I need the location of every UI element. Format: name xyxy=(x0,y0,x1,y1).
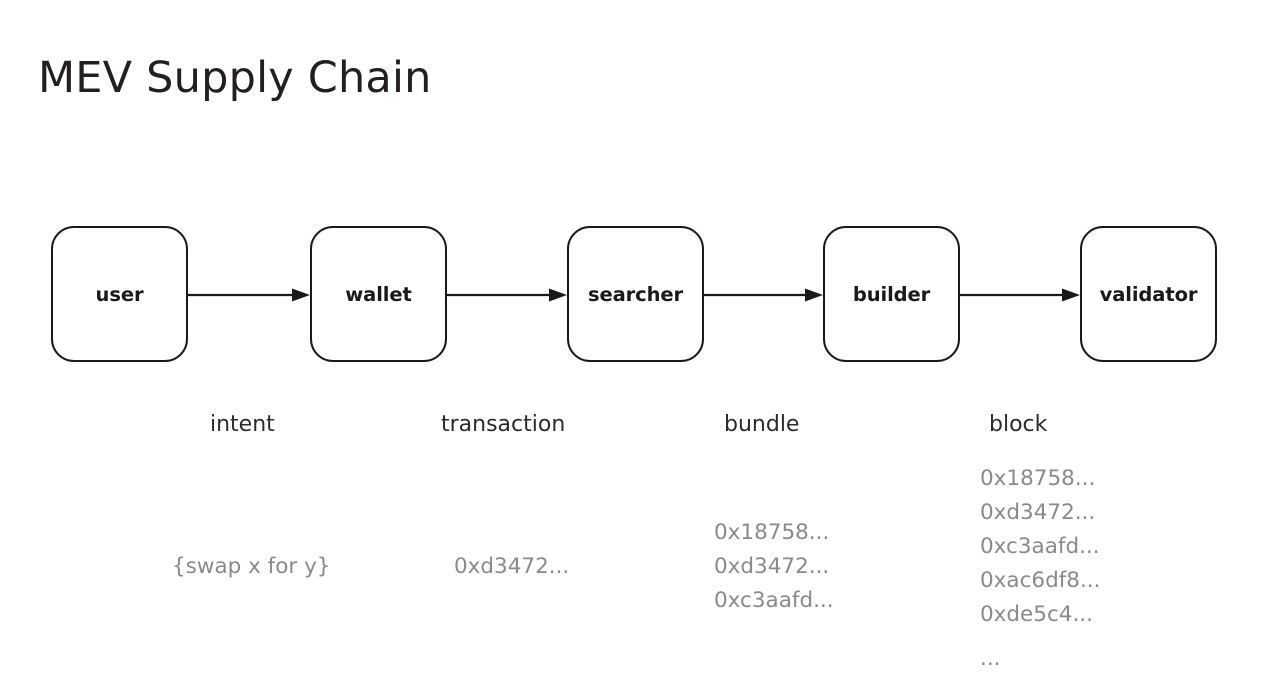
payload-line: 0x18758... xyxy=(714,520,830,545)
payload-intent: {swap x for y} xyxy=(172,550,330,584)
payload-line: 0xd3472... xyxy=(454,554,570,579)
node-builder-label: builder xyxy=(852,282,931,306)
payload-line: 0x18758... xyxy=(980,466,1096,491)
arrow-searcher-to-builder xyxy=(704,288,823,302)
node-searcher-label: searcher xyxy=(587,282,684,306)
arrow-user-to-wallet xyxy=(188,288,310,302)
node-user[interactable]: user xyxy=(51,226,188,362)
stage-label-transaction: transaction xyxy=(441,412,566,437)
payload-line: 0xde5c4... xyxy=(980,602,1093,627)
stage-label-intent: intent xyxy=(210,412,275,437)
payload-bundle: 0x18758... 0xd3472... 0xc3aafd... xyxy=(714,516,834,618)
node-wallet[interactable]: wallet xyxy=(310,226,447,362)
payload-block: 0x18758... 0xd3472... 0xc3aafd... 0xac6d… xyxy=(980,462,1100,676)
stage-label-bundle: bundle xyxy=(724,412,800,437)
node-validator[interactable]: validator xyxy=(1080,226,1217,362)
payload-line: 0xc3aafd... xyxy=(980,534,1100,559)
node-user-label: user xyxy=(95,282,144,306)
node-builder[interactable]: builder xyxy=(823,226,960,362)
payload-transaction: 0xd3472... xyxy=(454,550,569,584)
payload-ellipsis: ... xyxy=(980,646,1001,671)
arrow-wallet-to-searcher xyxy=(447,288,567,302)
payload-line: 0xd3472... xyxy=(714,554,830,579)
stage-label-block: block xyxy=(989,412,1048,437)
payload-line: {swap x for y} xyxy=(172,554,331,579)
node-searcher[interactable]: searcher xyxy=(567,226,704,362)
page-title: MEV Supply Chain xyxy=(38,53,432,103)
arrow-builder-to-validator xyxy=(960,288,1080,302)
payload-line: 0xac6df8... xyxy=(980,568,1101,593)
payload-line: 0xd3472... xyxy=(980,500,1096,525)
payload-line: 0xc3aafd... xyxy=(714,588,834,613)
node-validator-label: validator xyxy=(1099,282,1198,306)
node-wallet-label: wallet xyxy=(345,282,412,306)
